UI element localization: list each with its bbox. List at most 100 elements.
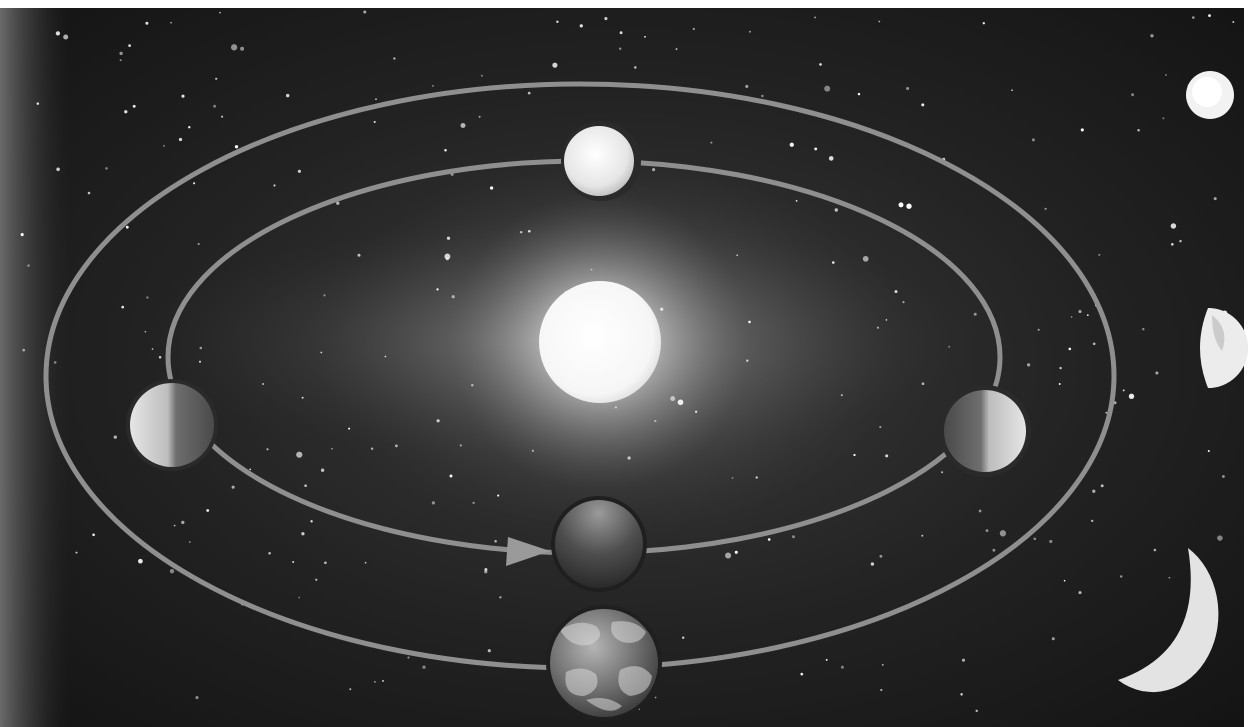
star	[37, 102, 40, 105]
star	[1142, 328, 1144, 330]
star	[1169, 577, 1171, 579]
star	[249, 469, 251, 471]
star	[682, 636, 684, 638]
star	[800, 673, 803, 676]
star	[273, 184, 275, 186]
venus-icon	[555, 500, 643, 588]
star	[619, 47, 621, 49]
venus-bottom	[551, 496, 647, 592]
star	[604, 17, 607, 20]
venus-icon	[130, 383, 214, 467]
star	[321, 469, 324, 472]
star	[580, 24, 583, 27]
star	[179, 138, 182, 141]
star	[1098, 254, 1100, 256]
star	[878, 21, 880, 23]
top-edge	[0, 0, 1248, 8]
star	[358, 254, 361, 257]
star	[814, 16, 816, 18]
star	[301, 532, 304, 535]
star	[826, 659, 828, 661]
star	[768, 538, 771, 541]
star	[1150, 34, 1153, 37]
star	[962, 659, 965, 662]
star	[88, 192, 91, 195]
star	[436, 288, 438, 290]
star	[1120, 575, 1122, 577]
star	[710, 142, 712, 144]
star	[693, 28, 695, 30]
star	[375, 98, 377, 100]
star	[749, 31, 751, 33]
star	[128, 44, 131, 47]
star	[188, 126, 190, 128]
star	[198, 243, 200, 245]
star	[1137, 129, 1140, 132]
star	[1155, 372, 1158, 375]
phase-full	[1186, 71, 1234, 119]
star	[432, 85, 434, 87]
star	[1154, 549, 1157, 552]
star	[979, 510, 982, 513]
star	[488, 649, 491, 652]
star	[195, 696, 198, 699]
venus-top	[561, 121, 641, 201]
star	[286, 94, 289, 97]
star	[266, 448, 268, 450]
star	[1093, 342, 1096, 345]
star	[1091, 520, 1093, 522]
star	[310, 520, 312, 522]
star	[676, 48, 678, 50]
star	[552, 63, 557, 68]
star	[174, 525, 176, 527]
star	[895, 290, 898, 293]
star	[1105, 412, 1107, 414]
star	[1081, 128, 1084, 131]
star	[863, 256, 869, 262]
star	[56, 31, 60, 35]
star	[452, 295, 455, 298]
star	[163, 145, 165, 147]
star	[472, 502, 474, 504]
star	[528, 92, 531, 95]
star	[444, 254, 450, 260]
star	[1101, 484, 1104, 487]
star	[986, 529, 989, 532]
star	[444, 149, 447, 152]
star	[371, 447, 373, 449]
star	[983, 22, 985, 24]
star	[120, 59, 122, 61]
star	[292, 561, 294, 563]
star	[152, 348, 154, 350]
star	[27, 264, 29, 266]
star	[363, 11, 366, 14]
star	[407, 657, 409, 659]
star	[906, 87, 909, 90]
star	[181, 95, 184, 98]
star	[494, 540, 497, 543]
star	[1131, 93, 1134, 96]
star	[324, 561, 327, 564]
star	[886, 319, 888, 321]
star	[126, 226, 129, 229]
star	[871, 562, 874, 565]
star	[974, 313, 977, 316]
star	[1179, 240, 1182, 243]
star	[365, 562, 367, 564]
star	[1064, 580, 1066, 582]
star	[960, 693, 962, 695]
star	[1078, 591, 1081, 594]
star	[556, 21, 558, 23]
star	[124, 110, 127, 113]
star	[1059, 383, 1061, 385]
star	[620, 31, 623, 34]
venus-right	[939, 385, 1031, 477]
earth-icon	[546, 605, 662, 721]
star	[879, 426, 881, 428]
star	[304, 484, 307, 487]
star	[819, 63, 822, 66]
star	[814, 147, 817, 150]
star	[170, 569, 174, 573]
star	[331, 448, 333, 450]
star	[1068, 348, 1071, 351]
